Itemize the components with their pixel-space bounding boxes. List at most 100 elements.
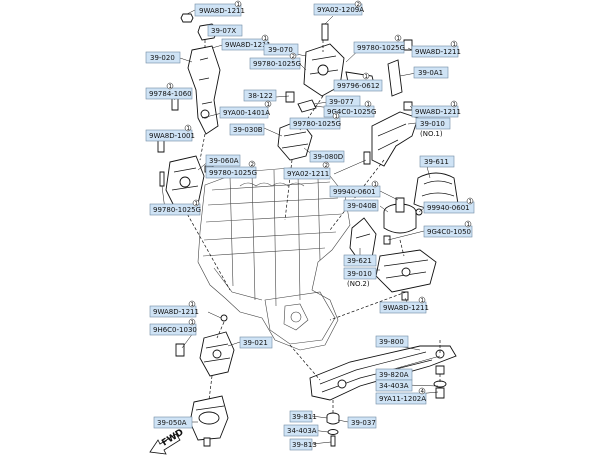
callout-34-403A-a: 34-403A bbox=[375, 379, 413, 392]
callout-part-number: 99780-1025G bbox=[293, 120, 341, 128]
label-box bbox=[289, 438, 313, 451]
callout-part-number: 39-07X bbox=[211, 27, 236, 35]
callout-part-number: 39-010 bbox=[347, 270, 372, 278]
callout-39-813: 39-813 bbox=[289, 438, 317, 451]
callout-part-number: 39-037 bbox=[351, 419, 376, 427]
callout-part-number: 39-040B bbox=[347, 202, 377, 210]
label-box bbox=[243, 89, 277, 102]
label-box bbox=[329, 185, 381, 198]
callout-39-070: 39-070 bbox=[263, 43, 299, 56]
callout-part-number: 9G4C0-1025G bbox=[327, 108, 376, 116]
callout-39-080D: 39-080D bbox=[309, 150, 345, 163]
label-box bbox=[145, 51, 181, 64]
callout-quantity: 1 bbox=[397, 36, 401, 42]
callout-quantity: 1 bbox=[453, 102, 457, 108]
bracket-39-010-no2 bbox=[375, 249, 437, 301]
callout-part-number: 39-030B bbox=[233, 126, 263, 134]
insulator-39-050A bbox=[189, 395, 229, 447]
quantity-circle bbox=[188, 300, 196, 308]
callout-quantity: 1 bbox=[267, 102, 271, 108]
callout-quantity: 2 bbox=[325, 163, 329, 169]
callout-quantity: 1 bbox=[191, 302, 195, 308]
callout-part-number: (NO.1) bbox=[420, 130, 443, 138]
callout-part-number: 34-403A bbox=[379, 382, 409, 390]
callout-part-number: 39-611 bbox=[424, 158, 449, 166]
label-box bbox=[229, 123, 265, 136]
label-box bbox=[375, 392, 427, 405]
callout-39-611: 39-611 bbox=[419, 155, 455, 168]
label-box bbox=[153, 416, 193, 429]
callout-quantity: 1 bbox=[191, 320, 195, 326]
label-box bbox=[194, 3, 242, 17]
quantity-circle bbox=[192, 199, 200, 207]
callout-39-050A: 39-050A bbox=[153, 416, 193, 429]
callout-part-number: 99780-1025G bbox=[209, 169, 257, 177]
callout-part-number: 39-077 bbox=[329, 98, 354, 106]
callout-quantity: 1 bbox=[467, 222, 471, 228]
label-box bbox=[375, 379, 413, 392]
callout-quantity: 2 bbox=[251, 162, 255, 168]
label-box bbox=[313, 3, 363, 16]
label-box bbox=[411, 45, 459, 58]
callout-part-number: 9WA8D-1211 bbox=[415, 48, 461, 56]
label-box bbox=[145, 129, 193, 142]
label-box bbox=[149, 323, 197, 336]
callout-39-800: 39-800 bbox=[375, 335, 409, 348]
quantity-circle bbox=[466, 197, 474, 205]
quantity-circle bbox=[264, 100, 272, 108]
label-box bbox=[323, 105, 375, 118]
quantity-circle bbox=[418, 296, 426, 304]
quantity-circle bbox=[354, 0, 362, 8]
callout-part-number: 9WA8D-1211 bbox=[153, 308, 199, 316]
quantity-circle bbox=[166, 82, 174, 90]
callout-part-number: 39-820A bbox=[379, 371, 409, 379]
engine-block-outline bbox=[197, 167, 351, 351]
callout-part-number: 39-070 bbox=[268, 46, 293, 54]
quantity-circle bbox=[332, 112, 340, 120]
label-box bbox=[347, 416, 377, 429]
callout-39-0A1: 39-0A1 bbox=[413, 66, 449, 79]
label-box bbox=[343, 267, 377, 280]
callout-part-number: 39-050A bbox=[157, 419, 187, 427]
callout-part-number: 39-080D bbox=[313, 153, 343, 161]
label-box bbox=[205, 154, 241, 167]
label-box bbox=[263, 43, 299, 56]
quantity-circle bbox=[450, 100, 458, 108]
quantity-circle bbox=[371, 180, 379, 188]
callout-39-077: 39-077 bbox=[325, 95, 361, 108]
callout-39-010-no2: 39-010(NO.2) bbox=[343, 267, 377, 288]
label-box bbox=[333, 79, 383, 92]
callout-part-number: 39-0A1 bbox=[418, 69, 443, 77]
callout-quantity: 4 bbox=[421, 389, 425, 395]
label-box bbox=[353, 41, 405, 54]
callout-39-811: 39-811 bbox=[289, 410, 317, 423]
label-box bbox=[207, 24, 243, 37]
callout-quantity: 1 bbox=[374, 182, 378, 188]
label-box bbox=[343, 199, 379, 212]
label-box bbox=[219, 106, 269, 119]
callout-part-number: 9YA02-1209A bbox=[317, 6, 364, 14]
label-box bbox=[343, 254, 377, 267]
callout-38-122: 38-122 bbox=[243, 89, 277, 102]
callout-quantity: 1 bbox=[169, 84, 173, 90]
quantity-circle bbox=[184, 124, 192, 132]
bolts-left bbox=[157, 97, 179, 153]
label-box bbox=[239, 336, 273, 349]
callout-39-021: 39-021 bbox=[239, 336, 273, 349]
quantity-circle bbox=[261, 34, 269, 42]
label-box bbox=[419, 155, 455, 168]
